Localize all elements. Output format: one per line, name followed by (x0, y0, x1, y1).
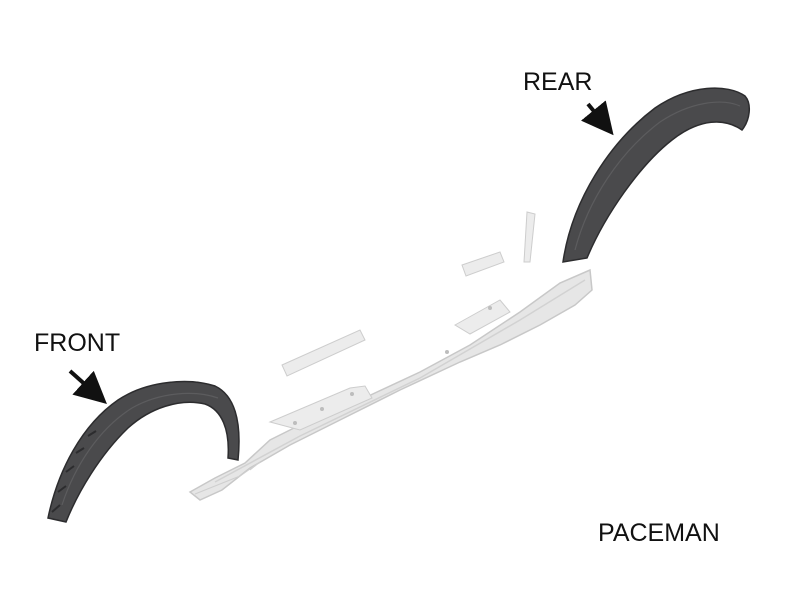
rear-pointer-arrow (580, 100, 614, 136)
mount-hole (350, 392, 354, 396)
sill-crease-line (214, 279, 586, 483)
mounting-bracket-rear (454, 299, 511, 335)
side-sill-assembly (188, 211, 593, 501)
front-flare-highlight (61, 392, 219, 506)
rear-flare-shape (562, 87, 750, 263)
front-flare-shape (47, 380, 240, 523)
rear-label: REAR (523, 68, 593, 96)
front-pointer-arrow (68, 369, 107, 404)
trim-strip-left (281, 329, 366, 377)
front-flare-clip-edge (51, 430, 97, 513)
mount-hole (488, 306, 492, 310)
mount-hole (445, 350, 449, 354)
mount-hole (293, 421, 297, 425)
rear-flare-highlight (574, 101, 741, 251)
side-sill (188, 268, 593, 501)
trim-strip-vertical (523, 211, 536, 263)
front-wheel-arch-flare (47, 380, 240, 523)
sill-lower-flange (194, 461, 261, 495)
trim-strip-small (461, 251, 505, 277)
rear-wheel-arch-flare (562, 87, 750, 263)
mount-hole (320, 407, 324, 411)
model-name-label: PACEMAN (598, 519, 720, 547)
front-label: FRONT (34, 329, 121, 357)
